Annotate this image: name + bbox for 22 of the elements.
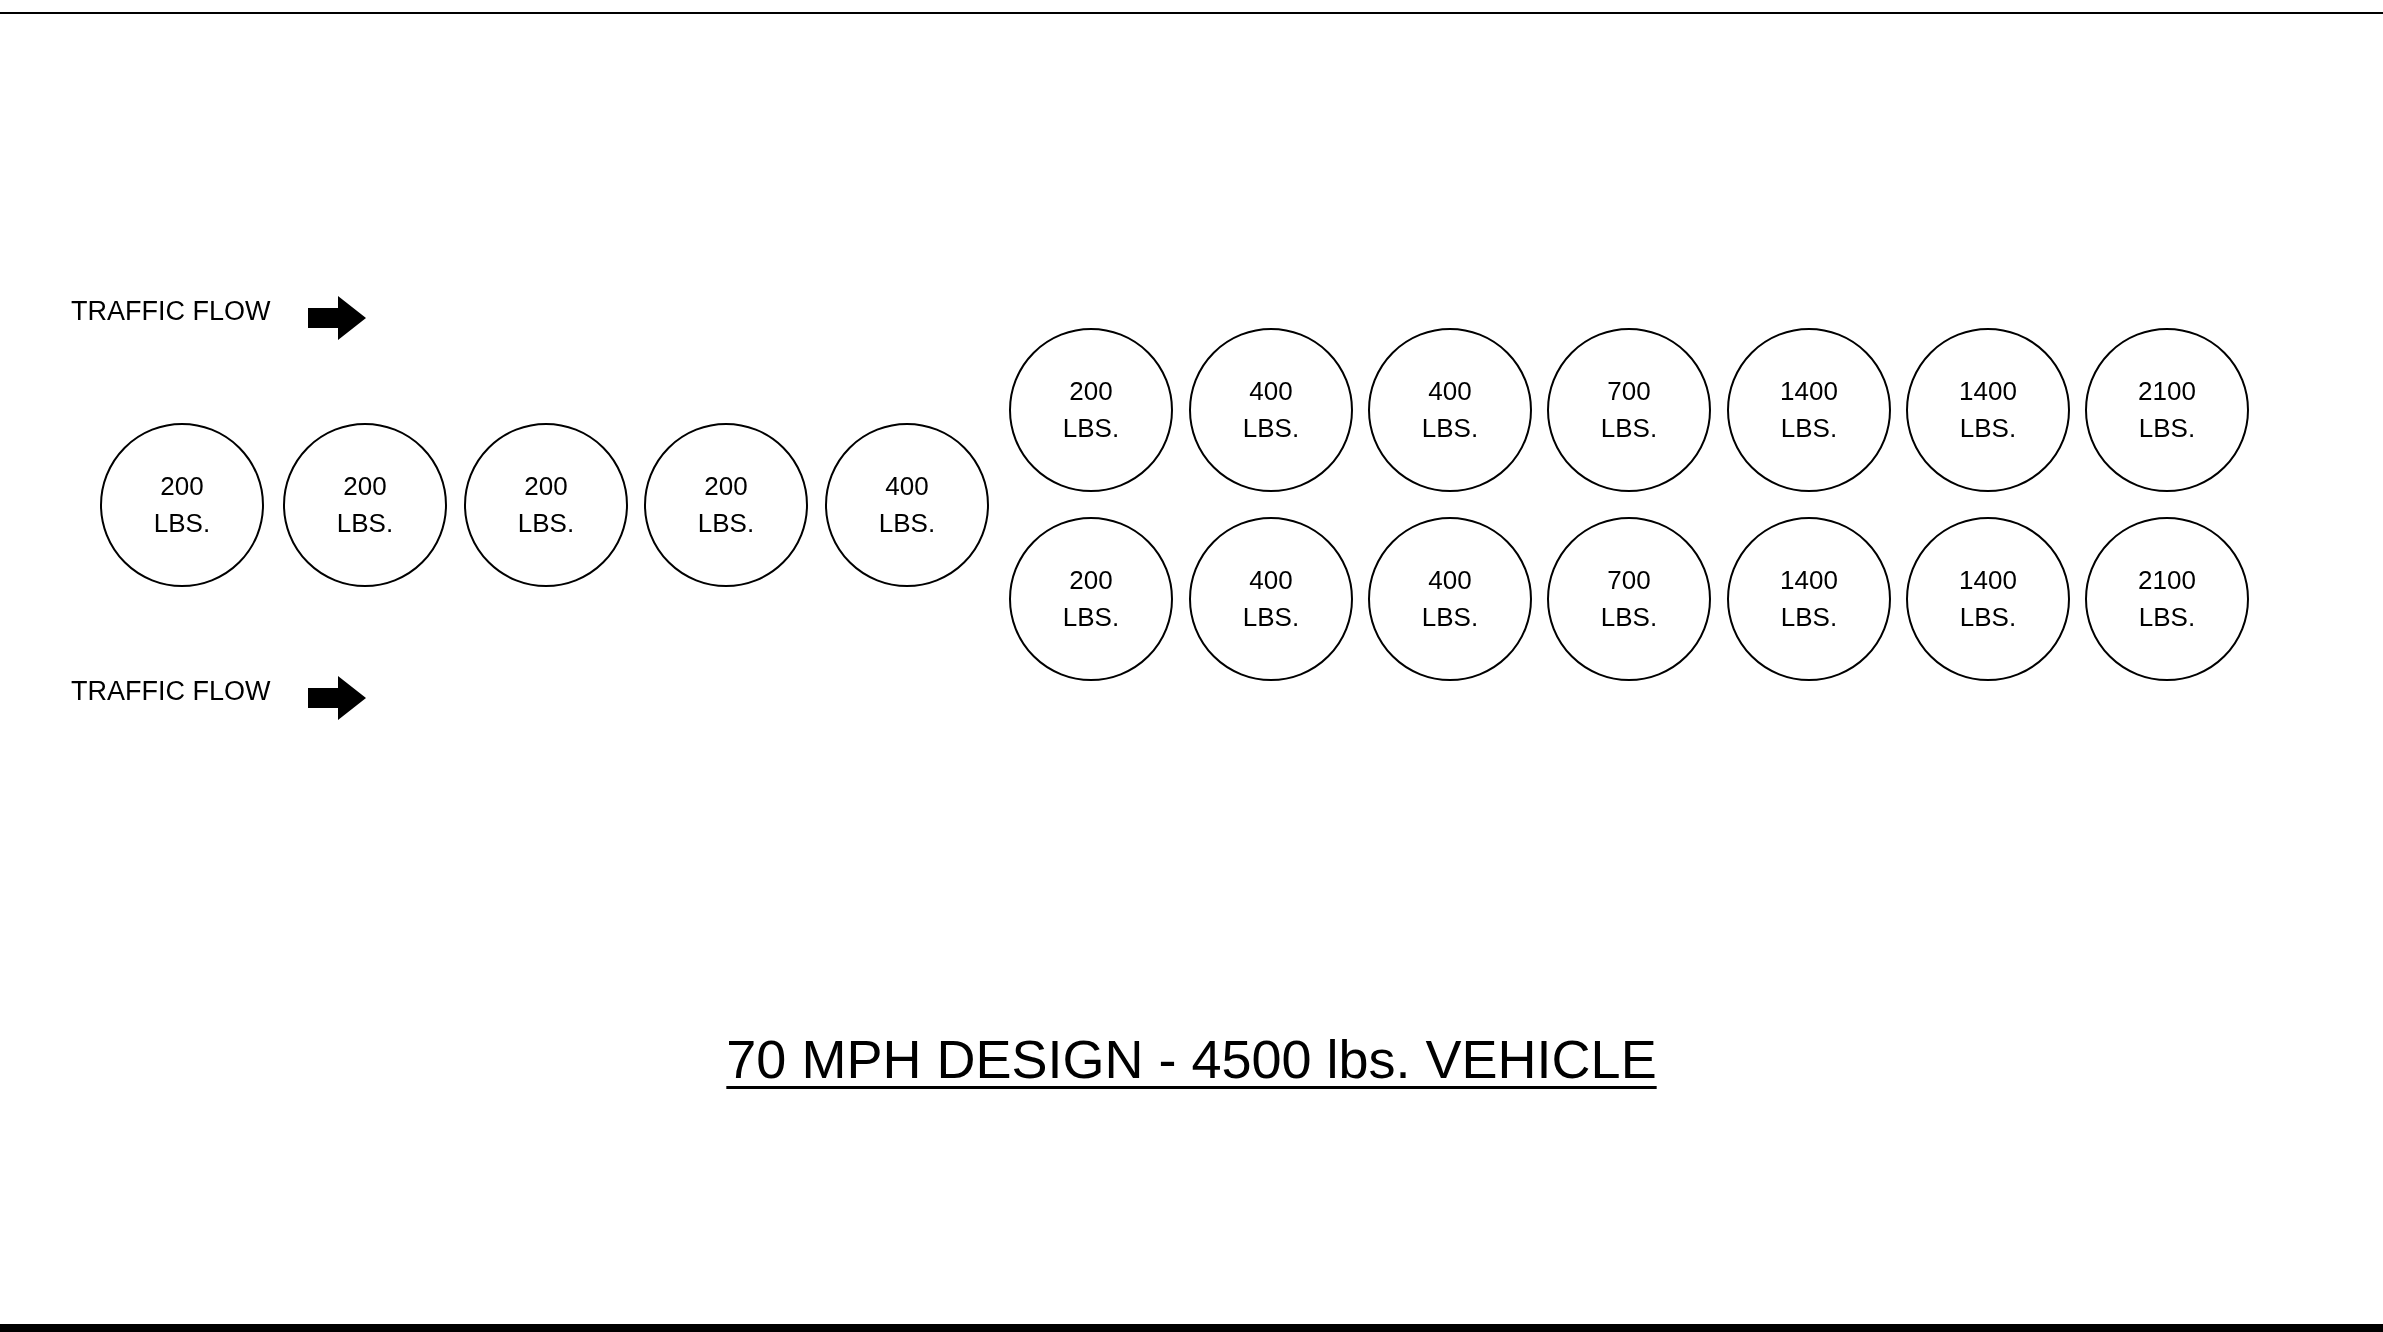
weight-label: 400 LBS. — [1241, 564, 1301, 634]
title: 70 MPH DESIGN - 4500 lbs. VEHICLE — [726, 1029, 1657, 1089]
weight-label: 400 LBS. — [1241, 375, 1301, 445]
traffic-flow-label: TRAFFIC FLOW — [71, 296, 271, 327]
weight-label: 1400 LBS. — [1958, 375, 2018, 445]
weight-label: 1400 LBS. — [1779, 375, 1839, 445]
weight-label: 200 LBS. — [1061, 564, 1121, 634]
traffic-flow-label: TRAFFIC FLOW — [71, 676, 271, 707]
weight-label: 700 LBS. — [1599, 564, 1659, 634]
weight-label: 200 LBS. — [1061, 375, 1121, 445]
weight-label: 400 LBS. — [1420, 375, 1480, 445]
weight-label: 200 LBS. — [516, 470, 576, 540]
weight-label: 200 LBS. — [335, 470, 395, 540]
weight-label: 2100 LBS. — [2137, 564, 2197, 634]
weight-label: 400 LBS. — [1420, 564, 1480, 634]
weight-label: 1400 LBS. — [1958, 564, 2018, 634]
weight-label: 1400 LBS. — [1779, 564, 1839, 634]
weight-label: 200 LBS. — [696, 470, 756, 540]
weight-label: 2100 LBS. — [2137, 375, 2197, 445]
weight-label: 700 LBS. — [1599, 375, 1659, 445]
weight-label: 400 LBS. — [877, 470, 937, 540]
weight-label: 200 LBS. — [152, 470, 212, 540]
